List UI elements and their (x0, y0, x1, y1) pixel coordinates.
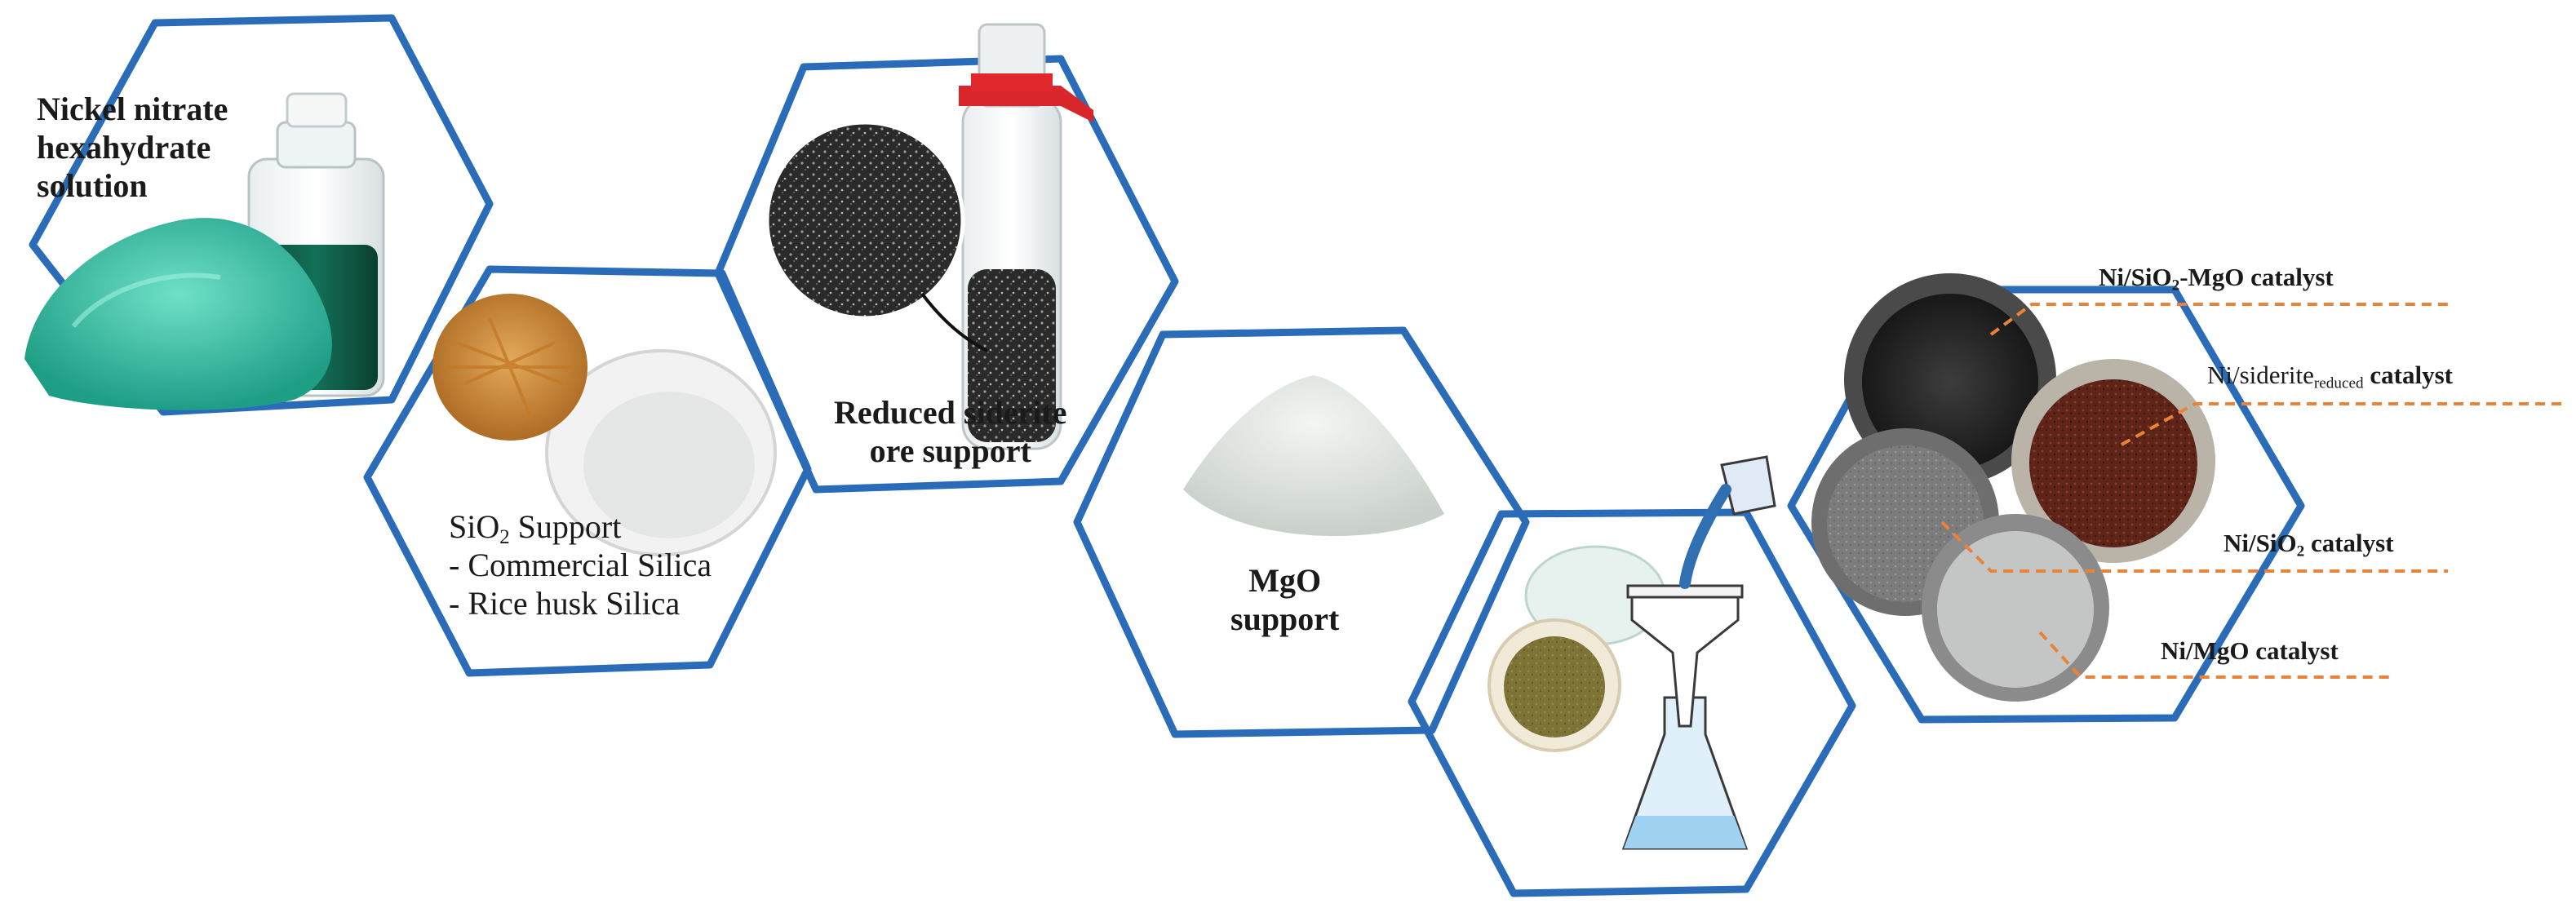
siderite-label: Reduced siderite ore support (834, 394, 1067, 470)
nickel-nitrate-illustration (24, 92, 385, 410)
leader-sio2 (1940, 520, 2448, 573)
hexagon-nickel (29, 14, 494, 416)
catalyst-samples (1811, 273, 2215, 702)
nickel-nitrate-label: Nickel nitrate hexahydrate solution (37, 91, 228, 205)
sio2-item-rice-husk: - Rice husk Silica (449, 585, 681, 622)
catalyst-label-mgo: Ni/MgO catalyst (2161, 636, 2339, 665)
sio2-item-commercial: - Commercial Silica (449, 547, 712, 584)
catalyst-leader-lines (1940, 303, 2562, 679)
mgo-illustration (1183, 375, 1444, 537)
catalyst-label-sio2: Ni/SiO2 catalyst (2224, 529, 2394, 560)
sio2-support-label: SiO2 Support - Commercial Silica - Rice … (449, 507, 712, 623)
siderite-illustration (765, 23, 1093, 450)
leader-siderite (2121, 402, 2562, 446)
hexagon-catalysts (1787, 286, 2305, 724)
catalyst-label-siderite: Ni/sideritereduced catalyst (2207, 361, 2453, 392)
hexagon-sio2 (363, 265, 812, 677)
sio2-support-title: SiO2 Support (449, 508, 622, 548)
catalyst-label-sio2-mgo: Ni/SiO2-MgO catalyst (2099, 263, 2334, 295)
leader-mgo (2038, 631, 2391, 679)
hexagon-siderite (714, 55, 1179, 494)
hexagon-mgo (1073, 326, 1530, 738)
leader-sio2-mgo (1989, 303, 2448, 336)
sio2-illustration (432, 294, 777, 556)
filtration-illustration (1488, 455, 1776, 850)
mgo-label: MgO support (1230, 562, 1340, 638)
